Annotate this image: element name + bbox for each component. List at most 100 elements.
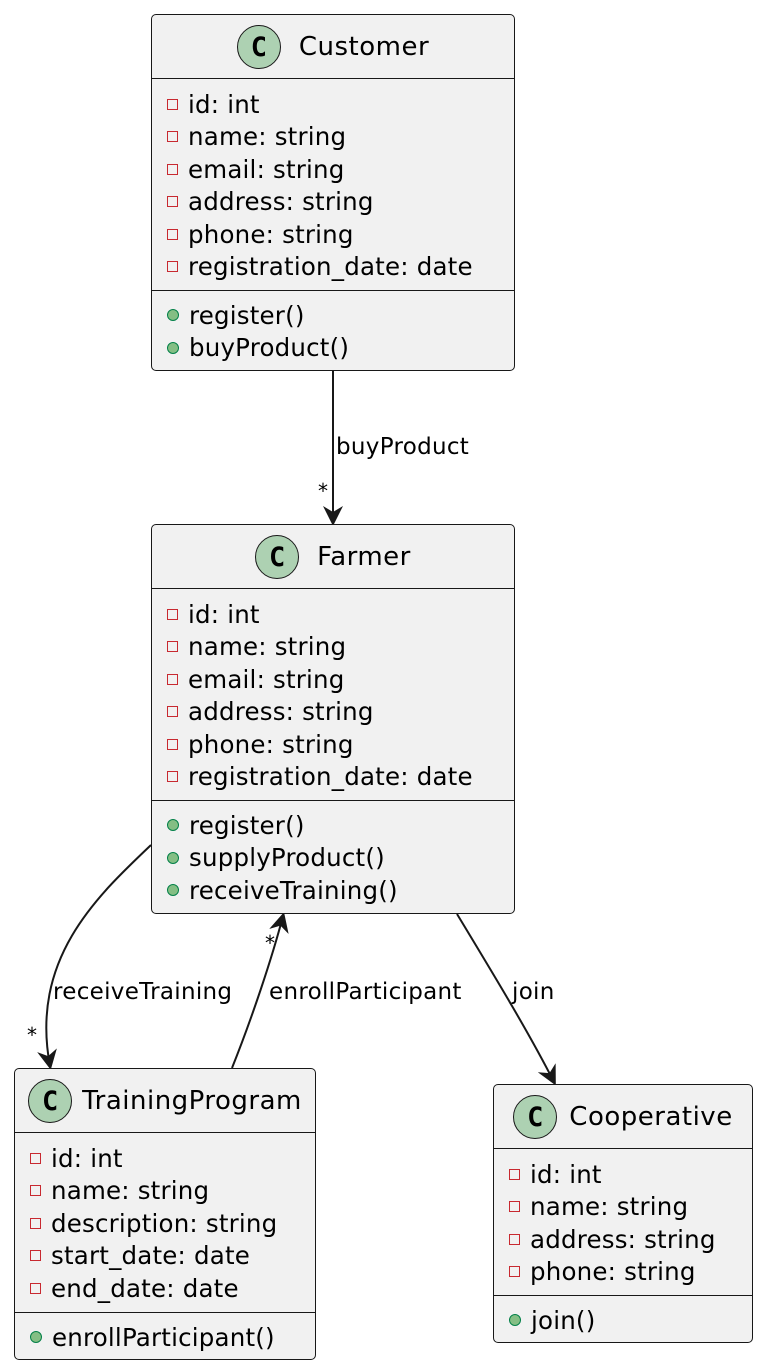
attribute: address: string	[509, 1223, 716, 1255]
class-c-icon: C	[28, 1079, 73, 1123]
attribute-text: name: string	[188, 632, 347, 661]
attribute: registration_date: date	[167, 761, 473, 793]
class-trainingprogram[interactable]: C TrainingProgram id: int name: string d…	[14, 1068, 316, 1360]
method: supplyProduct()	[167, 842, 385, 874]
class-cooperative[interactable]: C Cooperative id: int name: string addre…	[493, 1084, 753, 1343]
attributes-divider	[152, 78, 514, 79]
private-icon	[167, 163, 178, 175]
attributes-divider	[494, 1148, 752, 1149]
attribute: id: int	[167, 88, 260, 120]
method: join()	[509, 1304, 595, 1336]
attribute: email: string	[167, 663, 345, 695]
attribute-text: registration_date: date	[188, 252, 473, 281]
attribute-text: name: string	[188, 122, 347, 151]
public-icon	[167, 309, 179, 321]
public-icon	[167, 851, 179, 864]
class-name: TrainingProgram	[82, 1086, 302, 1116]
attribute: email: string	[167, 153, 345, 185]
attribute: phone: string	[509, 1256, 696, 1288]
edge-label-receivetraining: receiveTraining	[53, 979, 233, 1005]
method: register()	[167, 299, 305, 331]
class-header: C Cooperative	[494, 1085, 752, 1149]
attributes-divider	[15, 1132, 315, 1133]
public-icon	[167, 884, 179, 896]
class-name: Farmer	[317, 542, 411, 572]
edge-label-enrollparticipant: enrollParticipant	[269, 979, 462, 1005]
attribute-text: phone: string	[188, 219, 354, 249]
attribute: name: string	[509, 1191, 688, 1223]
class-header: C Farmer	[152, 525, 514, 589]
method-text: supplyProduct()	[189, 843, 385, 872]
method-text: register()	[189, 300, 305, 330]
method: receiveTraining()	[167, 874, 398, 906]
public-icon	[509, 1314, 521, 1326]
private-icon	[30, 1152, 41, 1164]
multiplicity-trainingprogram-receivetraining: *	[27, 1023, 37, 1047]
edge-trainingprogram-farmer	[231, 912, 289, 1069]
attribute-text: address: string	[188, 187, 374, 216]
multiplicity-farmer-enrollparticipant: *	[265, 931, 275, 955]
private-icon	[167, 738, 178, 750]
methods-divider	[152, 800, 514, 801]
attribute-text: phone: string	[188, 729, 354, 759]
private-icon	[167, 771, 178, 782]
attribute-text: address: string	[530, 1224, 716, 1254]
class-c-icon: C	[236, 25, 281, 69]
private-icon	[167, 261, 178, 272]
attribute: name: string	[167, 121, 346, 153]
private-icon	[30, 1185, 41, 1196]
private-icon	[167, 641, 178, 652]
method-text: buyProduct()	[189, 333, 350, 362]
public-icon	[167, 819, 179, 831]
private-icon	[509, 1168, 520, 1180]
attribute-text: end_date: date	[51, 1273, 239, 1303]
attribute: id: int	[167, 598, 260, 630]
attribute-text: email: string	[188, 664, 345, 694]
private-icon	[509, 1266, 520, 1277]
private-icon	[167, 196, 178, 207]
attribute-text: name: string	[530, 1192, 689, 1221]
edge-label-join: join	[512, 979, 555, 1005]
methods-divider	[152, 290, 514, 291]
attribute-text: description: string	[51, 1208, 278, 1238]
method-text: enrollParticipant()	[52, 1322, 275, 1352]
edge-label-buyproduct: buyProduct	[336, 434, 470, 460]
private-icon	[509, 1201, 520, 1212]
class-name: Customer	[298, 32, 430, 62]
attribute: address: string	[167, 186, 374, 218]
attribute-text: id: int	[530, 1159, 602, 1189]
attribute: phone: string	[167, 728, 354, 760]
attributes-divider	[152, 588, 514, 589]
class-customer[interactable]: C Customer id: int name: string email: s…	[151, 14, 515, 371]
private-icon	[30, 1217, 41, 1229]
method: buyProduct()	[167, 332, 349, 364]
public-icon	[167, 341, 179, 354]
private-icon	[30, 1282, 41, 1294]
method-text: receiveTraining()	[189, 875, 398, 905]
attribute: id: int	[30, 1142, 123, 1174]
attribute-text: start_date: date	[51, 1241, 251, 1270]
private-icon	[167, 706, 178, 717]
attribute: address: string	[167, 696, 374, 728]
attribute: name: string	[30, 1175, 209, 1207]
method-text: register()	[189, 810, 305, 840]
edge-farmer-trainingprogram	[37, 844, 152, 1070]
private-icon	[167, 228, 178, 240]
class-farmer[interactable]: C Farmer id: int name: string email: str…	[151, 524, 515, 914]
method-text: join()	[531, 1305, 596, 1335]
private-icon	[167, 131, 178, 142]
attribute: description: string	[30, 1207, 277, 1239]
edge-farmer-cooperative	[456, 913, 556, 1086]
method: register()	[167, 809, 305, 841]
class-header: C TrainingProgram	[15, 1069, 315, 1133]
class-c-icon: C	[255, 535, 300, 579]
attribute: name: string	[167, 631, 346, 663]
attribute-text: id: int	[188, 89, 260, 119]
class-name: Cooperative	[569, 1102, 733, 1132]
attribute: id: int	[509, 1158, 602, 1190]
class-header: C Customer	[152, 15, 514, 79]
attribute-text: email: string	[188, 154, 345, 184]
class-c-icon: C	[513, 1095, 558, 1139]
attribute-text: name: string	[51, 1176, 210, 1205]
